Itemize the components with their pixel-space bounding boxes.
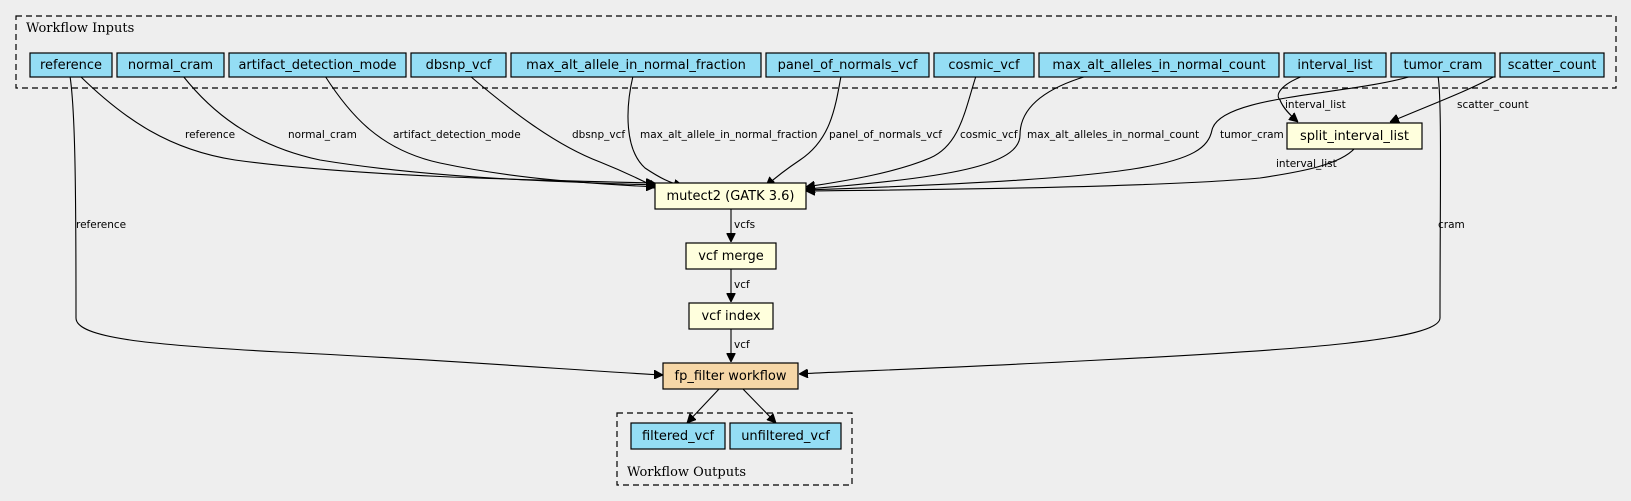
node-vcf-index-label: vcf index (701, 309, 760, 324)
node-max-alt-alleles-count-label: max_alt_alleles_in_normal_count (1052, 58, 1265, 73)
edge-label-reference: reference (185, 129, 235, 141)
edge-max-alt-allele-fraction-to-mutect2 (627, 75, 683, 186)
node-dbsnp-vcf[interactable]: dbsnp_vcf (410, 52, 507, 78)
node-fp-filter-workflow[interactable]: fp_filter workflow (662, 362, 799, 390)
node-mutect2[interactable]: mutect2 (GATK 3.6) (654, 182, 807, 210)
edge-label-interval-list: interval_list (1285, 99, 1346, 111)
node-reference-label: reference (40, 58, 102, 73)
edge-label-cram: cram (1438, 219, 1465, 231)
edge-fp-filter-to-filtered-vcf (687, 387, 721, 423)
node-filtered-vcf-label: filtered_vcf (642, 429, 715, 444)
node-panel-of-normals-label: panel_of_normals_vcf (778, 58, 918, 73)
edge-label-vcfs: vcfs (734, 219, 755, 231)
node-filtered-vcf[interactable]: filtered_vcf (630, 422, 726, 450)
workflow-inputs-cluster: Workflow Inputs (15, 15, 1617, 89)
node-vcf-merge[interactable]: vcf merge (685, 242, 777, 270)
edge-label-vcf-index-filter: vcf (734, 339, 750, 351)
node-scatter-count[interactable]: scatter_count (1499, 52, 1605, 78)
edge-reference-to-fp-filter (69, 75, 663, 375)
node-artifact-detection-mode[interactable]: artifact_detection_mode (228, 52, 407, 78)
node-tumor-cram[interactable]: tumor_cram (1390, 52, 1496, 78)
edges (69, 75, 1496, 423)
edge-reference-to-mutect2 (79, 75, 655, 183)
node-mutect2-label: mutect2 (GATK 3.6) (666, 189, 794, 204)
node-split-interval-list[interactable]: split_interval_list (1286, 122, 1423, 150)
node-reference[interactable]: reference (29, 52, 113, 78)
edge-labels: reference normal_cram artifact_detection… (76, 99, 1529, 351)
edge-label-reference-filter: reference (76, 219, 126, 231)
edge-label-artifact-detection-mode: artifact_detection_mode (393, 129, 521, 141)
node-tumor-cram-label: tumor_cram (1404, 58, 1483, 73)
edge-tumor-cram-to-fp-filter (799, 75, 1442, 374)
node-cosmic-vcf-label: cosmic_vcf (948, 58, 1020, 73)
edge-label-max-alt-alleles-count: max_alt_alleles_in_normal_count (1027, 129, 1199, 141)
edge-dbsnp-vcf-to-mutect2 (469, 75, 657, 189)
node-unfiltered-vcf-label: unfiltered_vcf (741, 429, 830, 444)
workflow-inputs-label: Workflow Inputs (26, 21, 134, 36)
edge-tumor-cram-to-mutect2 (806, 75, 1413, 190)
node-scatter-count-label: scatter_count (1508, 58, 1597, 73)
edge-label-vcf-merge-index: vcf (734, 279, 750, 291)
node-split-interval-list-label: split_interval_list (1300, 129, 1409, 144)
node-dbsnp-vcf-label: dbsnp_vcf (426, 58, 492, 73)
node-cosmic-vcf[interactable]: cosmic_vcf (933, 52, 1035, 78)
edge-label-normal-cram: normal_cram (288, 129, 357, 141)
node-max-alt-allele-fraction-label: max_alt_allele_in_normal_fraction (526, 58, 746, 73)
edge-label-cosmic-vcf: cosmic_vcf (960, 129, 1018, 141)
workflow-outputs-cluster: Workflow Outputs (616, 412, 853, 486)
edge-label-panel-of-normals: panel_of_normals_vcf (829, 129, 942, 141)
node-interval-list-label: interval_list (1297, 58, 1372, 73)
node-unfiltered-vcf[interactable]: unfiltered_vcf (729, 422, 842, 450)
edge-fp-filter-to-unfiltered-vcf (741, 387, 776, 423)
edge-label-dbsnp-vcf: dbsnp_vcf (572, 129, 625, 141)
node-max-alt-alleles-in-normal-count[interactable]: max_alt_alleles_in_normal_count (1038, 52, 1280, 78)
edge-panel-of-normals-to-mutect2 (766, 75, 842, 186)
node-vcf-index[interactable]: vcf index (688, 302, 774, 330)
edge-label-scatter-count: scatter_count (1457, 99, 1529, 111)
node-normal-cram[interactable]: normal_cram (116, 52, 225, 78)
workflow-outputs-label: Workflow Outputs (627, 465, 746, 480)
node-max-alt-allele-in-normal-fraction[interactable]: max_alt_allele_in_normal_fraction (510, 52, 762, 78)
edge-scatter-count-to-split (1390, 75, 1496, 122)
edge-max-alt-alleles-count-to-mutect2 (806, 75, 1088, 189)
node-vcf-merge-label: vcf merge (698, 249, 764, 264)
node-fp-filter-label: fp_filter workflow (675, 369, 787, 384)
node-interval-list[interactable]: interval_list (1283, 52, 1387, 78)
node-panel-of-normals-vcf[interactable]: panel_of_normals_vcf (765, 52, 930, 78)
edge-split-to-mutect2 (806, 147, 1356, 191)
node-artifact-detection-mode-label: artifact_detection_mode (238, 58, 396, 73)
edge-cosmic-vcf-to-mutect2 (806, 75, 977, 187)
edge-label-tumor-cram: tumor_cram (1220, 129, 1284, 141)
edge-label-split-interval-list: interval_list (1276, 158, 1337, 170)
edge-artifact-detection-mode-to-mutect2 (324, 75, 655, 187)
edge-label-max-alt-allele-fraction: max_alt_allele_in_normal_fraction (640, 129, 817, 141)
edge-interval-list-to-split (1277, 75, 1304, 122)
node-normal-cram-label: normal_cram (128, 58, 213, 73)
